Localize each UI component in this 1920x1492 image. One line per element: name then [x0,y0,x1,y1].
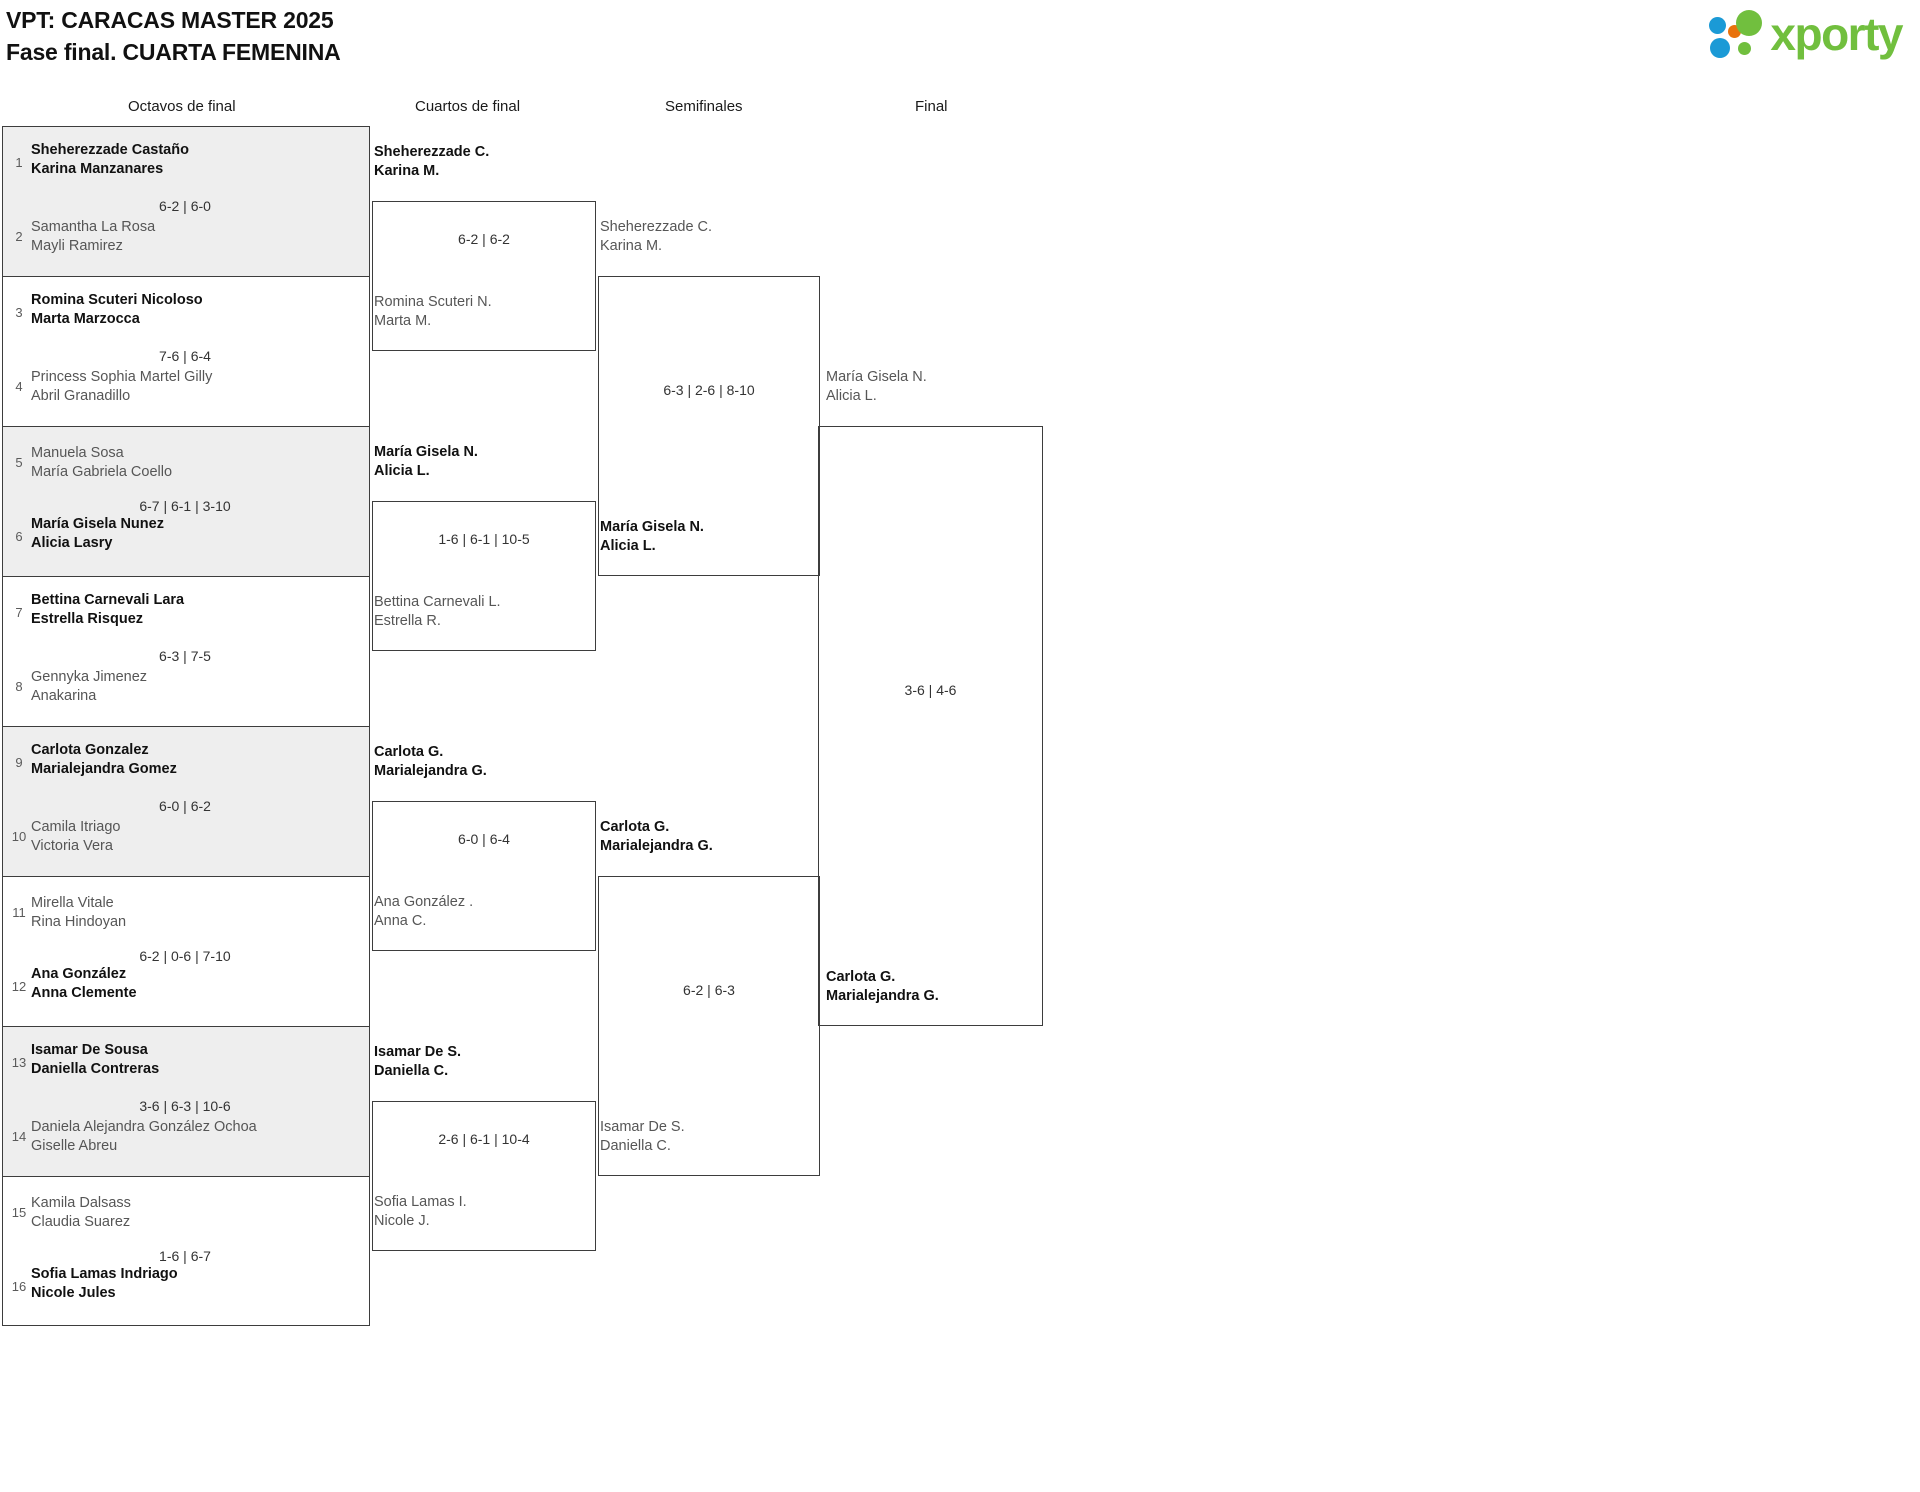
r1-entry-15[interactable]: 15 Kamila Dalsass Claudia Suarez [2,1176,370,1251]
team-name: Sofia Lamas Indriago Nicole Jules [31,1266,178,1301]
r2-team-loser[interactable]: Romina Scuteri N. Marta M. [374,294,492,329]
match-score: 3-6 | 4-6 [904,682,957,698]
r1-entry-6[interactable]: 6 María Gisela Nunez Alicia Lasry [2,501,370,576]
r1-entry-16[interactable]: 16 Sofia Lamas Indriago Nicole Jules [2,1251,370,1326]
seed-number: 1 [15,155,23,170]
team-name: María Gisela Nunez Alicia Lasry [31,516,164,551]
team-name: Carlota Gonzalez Marialejandra Gomez [31,742,177,777]
xporty-logo: xporty [1708,8,1903,60]
seed-number: 16 [11,1279,27,1294]
logo-dots-icon [1708,9,1766,59]
match-score: 6-0 | 6-2 [159,798,211,814]
round-header-cuartos: Cuartos de final [415,98,521,115]
r1-entry-10[interactable]: 10 Camila Itriago Victoria Vera [2,801,370,876]
match-score: 6-2 | 6-3 [683,982,735,998]
seed-number: 14 [11,1129,27,1144]
r2-team-loser[interactable]: Ana González . Anna C. [374,894,474,929]
team-name: Gennyka Jimenez Anakarina [31,669,148,704]
r3-connector-2 [598,876,820,1176]
r1-entry-12[interactable]: 12 Ana González Anna Clemente [2,951,370,1026]
seed-number: 5 [15,455,23,470]
round-header-final: Final [915,98,948,115]
r3-team-loser[interactable]: Isamar De S. Daniella C. [600,1119,685,1154]
r2-team-winner[interactable]: María Gisela N. Alicia L. [374,444,478,479]
team-name: Bettina Carnevali Lara Estrella Risquez [31,592,185,627]
r1-entry-3[interactable]: 3 Romina Scuteri Nicoloso Marta Marzocca [2,276,370,351]
r2-team-loser[interactable]: Sofia Lamas I. Nicole J. [374,1194,467,1229]
seed-number: 6 [15,529,23,544]
seed-number: 11 [12,905,26,920]
team-name: Mirella Vitale Rina Hindoyan [31,895,127,930]
match-score: 6-2 | 6-2 [458,231,510,247]
team-name: Ana González Anna Clemente [31,966,137,1001]
team-name: Samantha La Rosa Mayli Ramirez [31,219,156,254]
r1-entry-13[interactable]: 13 Isamar De Sousa Daniella Contreras [2,1026,370,1101]
r1-entry-11[interactable]: 11 Mirella Vitale Rina Hindoyan [2,876,370,951]
seed-number: 2 [15,229,23,244]
page-title: VPT: CARACAS MASTER 2025 Fase final. CUA… [6,4,341,68]
team-name: Camila Itriago Victoria Vera [31,819,121,854]
tournament-title: VPT: CARACAS MASTER 2025 [6,7,334,33]
r4-connector-final [818,426,1043,1026]
team-name: Princess Sophia Martel Gilly Abril Grana… [31,369,213,404]
seed-number: 8 [15,679,23,694]
team-name: Isamar De Sousa Daniella Contreras [31,1042,160,1077]
seed-number: 15 [11,1205,27,1220]
match-score: 6-3 | 2-6 | 8-10 [663,382,755,398]
logo-wordmark: xporty [1770,8,1903,60]
tournament-subtitle: Fase final. CUARTA FEMENINA [6,39,341,65]
match-score: 3-6 | 6-3 | 10-6 [139,1098,231,1114]
r2-connector-4 [372,1101,596,1251]
r1-entry-1[interactable]: 1 Sheherezzade Castaño Karina Manzanares [2,126,370,201]
r1-entry-9[interactable]: 9 Carlota Gonzalez Marialejandra Gomez [2,726,370,801]
seed-number: 7 [15,605,23,620]
r1-entry-2[interactable]: 2 Samantha La Rosa Mayli Ramirez [2,201,370,276]
r4-team-loser[interactable]: María Gisela N. Alicia L. [826,369,927,404]
r3-team-loser[interactable]: Sheherezzade C. Karina M. [600,219,713,254]
r2-connector-1 [372,201,596,351]
team-name: Kamila Dalsass Claudia Suarez [31,1195,131,1230]
r1-entry-14[interactable]: 14 Daniela Alejandra González Ochoa Gise… [2,1101,370,1176]
match-score: 1-6 | 6-7 [159,1248,211,1264]
team-name: Manuela Sosa María Gabriela Coello [31,445,173,480]
team-name: Daniela Alejandra González Ochoa Giselle… [31,1119,257,1154]
match-score: 6-2 | 6-0 [159,198,211,214]
r3-team-winner[interactable]: María Gisela N. Alicia L. [600,519,704,554]
r1-entry-5[interactable]: 5 Manuela Sosa María Gabriela Coello [2,426,370,501]
r2-connector-3 [372,801,596,951]
team-name: Romina Scuteri Nicoloso Marta Marzocca [31,292,203,327]
match-score: 6-7 | 6-1 | 3-10 [139,498,231,514]
seed-number: 13 [11,1055,27,1070]
match-score: 1-6 | 6-1 | 10-5 [438,531,530,547]
match-score: 2-6 | 6-1 | 10-4 [438,1131,530,1147]
r1-entry-4[interactable]: 4 Princess Sophia Martel Gilly Abril Gra… [2,351,370,426]
r1-entry-7[interactable]: 7 Bettina Carnevali Lara Estrella Risque… [2,576,370,651]
r3-team-winner[interactable]: Carlota G. Marialejandra G. [600,819,713,854]
round-header-octavos: Octavos de final [128,98,236,115]
match-score: 6-3 | 7-5 [159,648,211,664]
r2-connector-2 [372,501,596,651]
seed-number: 9 [15,755,23,770]
r2-team-winner[interactable]: Isamar De S. Daniella C. [374,1044,462,1079]
r2-team-winner[interactable]: Sheherezzade C. Karina M. [374,144,490,179]
round-header-semifinales: Semifinales [665,98,743,115]
team-name: Sheherezzade Castaño Karina Manzanares [31,142,189,177]
seed-number: 10 [11,829,27,844]
match-score: 6-0 | 6-4 [458,831,510,847]
r2-team-winner[interactable]: Carlota G. Marialejandra G. [374,744,487,779]
r4-team-champion[interactable]: Carlota G. Marialejandra G. [826,969,939,1004]
r2-team-loser[interactable]: Bettina Carnevali L. Estrella R. [374,594,501,629]
seed-number: 3 [15,305,23,320]
r1-entry-8[interactable]: 8 Gennyka Jimenez Anakarina [2,651,370,726]
match-score: 7-6 | 6-4 [159,348,211,364]
seed-number: 12 [11,979,27,994]
match-score: 6-2 | 0-6 | 7-10 [139,948,231,964]
seed-number: 4 [15,379,23,394]
